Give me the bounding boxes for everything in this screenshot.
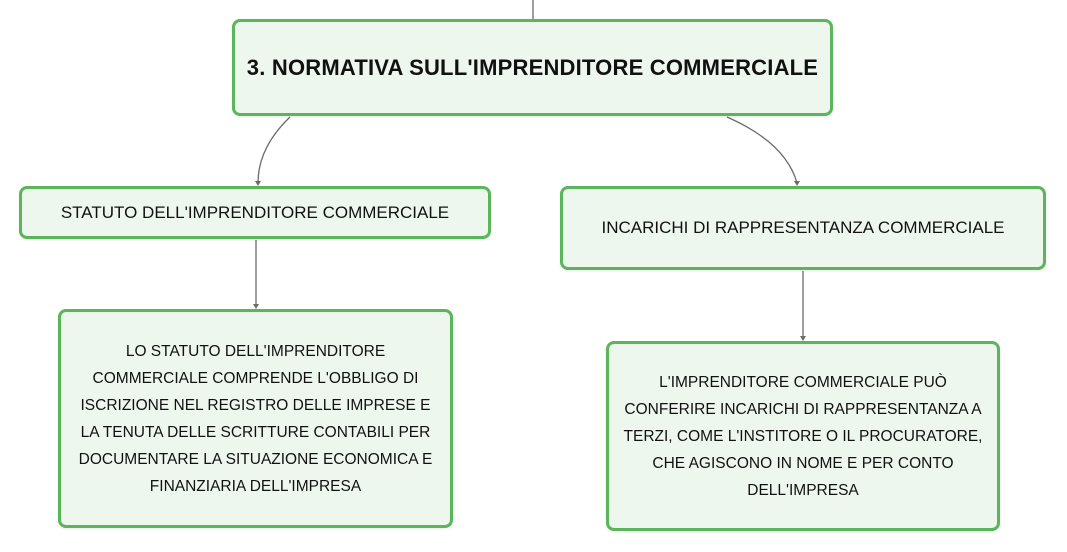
connector-root-to-incarichi: [726, 116, 798, 184]
detail-node-statuto[interactable]: LO STATUTO DELL'IMPRENDITORE COMMERCIALE…: [58, 309, 453, 528]
branch-label-incarichi: INCARICHI DI RAPPRESENTANZA COMMERCIALE: [601, 218, 1005, 237]
detail-text-incarichi: L'IMPRENDITORE COMMERCIALE PUÒ CONFERIRE…: [623, 373, 983, 499]
root-topic-node[interactable]: 3. NORMATIVA SULL'IMPRENDITORE COMMERCIA…: [232, 19, 833, 116]
branch-label-statuto: STATUTO DELL'IMPRENDITORE COMMERCIALE: [60, 202, 450, 222]
detail-node-incarichi[interactable]: L'IMPRENDITORE COMMERCIALE PUÒ CONFERIRE…: [606, 341, 1000, 531]
connector-root-to-statuto: [257, 116, 291, 184]
root-topic-label: 3. NORMATIVA SULL'IMPRENDITORE COMMERCIA…: [246, 54, 819, 80]
branch-node-statuto[interactable]: STATUTO DELL'IMPRENDITORE COMMERCIALE: [19, 186, 491, 239]
detail-text-statuto: LO STATUTO DELL'IMPRENDITORE COMMERCIALE…: [78, 342, 433, 495]
branch-node-incarichi[interactable]: INCARICHI DI RAPPRESENTANZA COMMERCIALE: [560, 186, 1046, 270]
